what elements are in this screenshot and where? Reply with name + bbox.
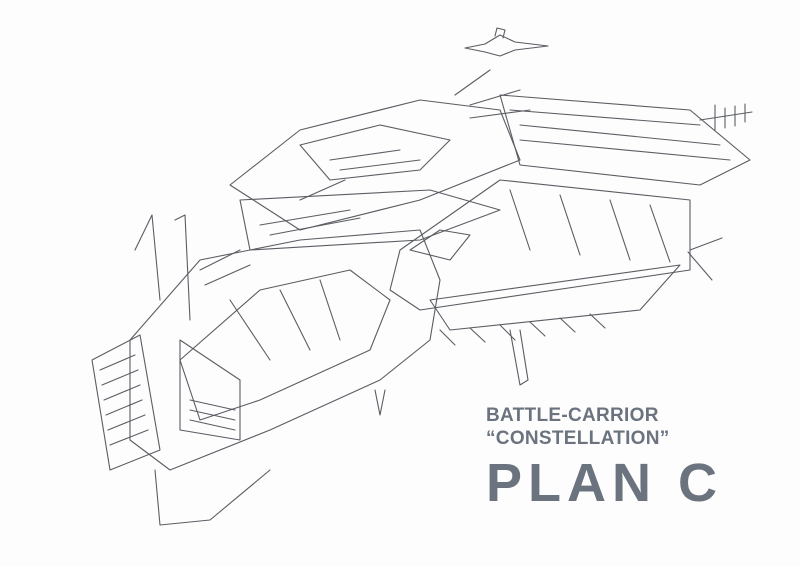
flight-deck-drawing bbox=[389, 94, 751, 386]
aircraft-drawing bbox=[464, 27, 549, 57]
caption-ship-name: “CONSTELLATION” bbox=[486, 428, 670, 449]
caption-block: BATTLE-CARRIOR “CONSTELLATION” PLAN C bbox=[486, 404, 723, 514]
caption-subtitle: BATTLE-CARRIOR bbox=[486, 405, 659, 426]
main-hull-drawing bbox=[91, 214, 471, 526]
superstructure-drawing bbox=[229, 69, 531, 251]
caption-plan: PLAN C bbox=[486, 453, 723, 513]
antenna-drawing bbox=[687, 103, 753, 281]
